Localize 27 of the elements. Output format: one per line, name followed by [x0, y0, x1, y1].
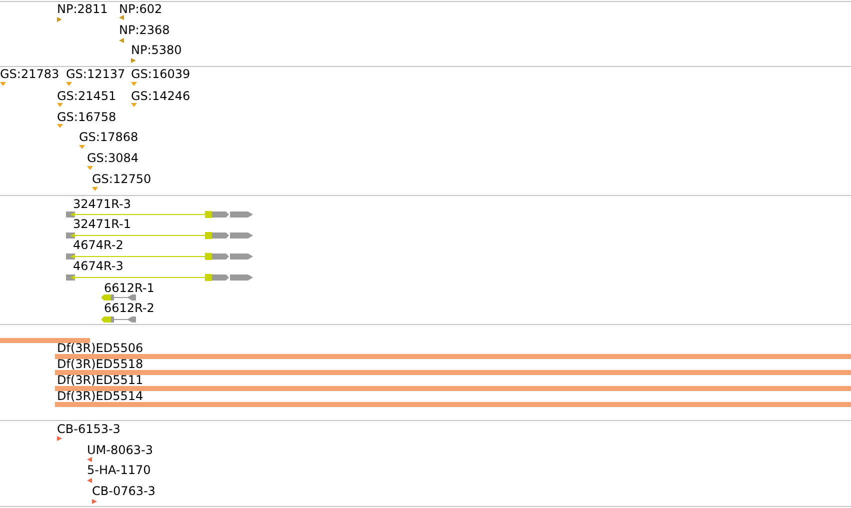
feature-label: GS:12137 — [66, 68, 126, 80]
feature-label: Df(3R)ED5511 — [57, 374, 144, 386]
feature-label: NP:2811 — [57, 3, 108, 15]
feature-label: Df(3R)ED5506 — [57, 342, 144, 354]
feature-label: Df(3R)ED5518 — [57, 358, 144, 370]
feature-label: NP:5380 — [131, 44, 182, 56]
feature-label: 32471R-3 — [73, 198, 131, 210]
feature-label: GS:12750 — [92, 173, 152, 185]
feature-label: GS:17868 — [79, 131, 138, 143]
feature-label: GS:16758 — [57, 111, 116, 123]
feature-label: GS:21451 — [57, 90, 116, 102]
feature-label: Df(3R)ED5514 — [57, 390, 144, 402]
feature-label: NP:2368 — [119, 24, 170, 36]
feature-label: 32471R-1 — [73, 218, 131, 230]
feature-label: NP:602 — [119, 3, 162, 15]
feature-label: 6612R-1 — [104, 282, 154, 294]
feature-label: 4674R-2 — [73, 239, 124, 251]
feature-label: 6612R-2 — [104, 302, 154, 314]
feature-label: 5-HA-1170 — [87, 464, 151, 476]
feature-label: UM-8063-3 — [87, 444, 153, 456]
feature-label: GS:16039 — [131, 68, 190, 80]
feature-label: GS:14246 — [131, 90, 190, 102]
feature-label: 4674R-3 — [73, 260, 124, 272]
feature-label: CB-0763-3 — [92, 485, 156, 497]
feature-label: GS:3084 — [87, 152, 138, 164]
feature-label: CB-6153-3 — [57, 423, 120, 435]
feature-label: GS:21783 — [0, 68, 60, 80]
